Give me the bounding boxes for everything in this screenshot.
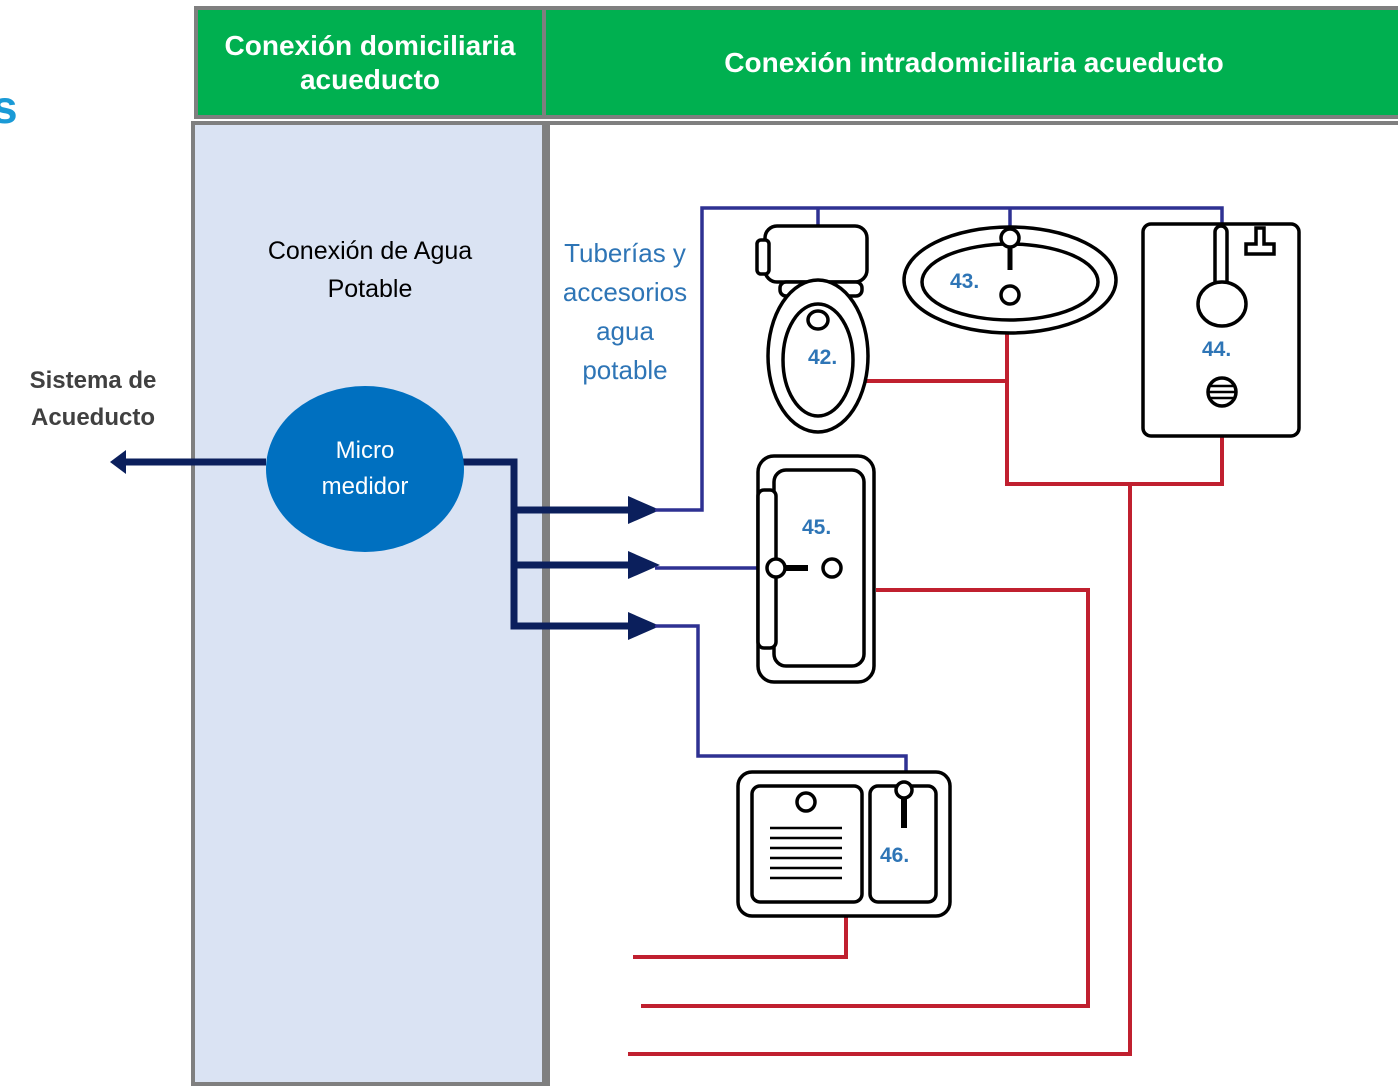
arrow-left-icon	[110, 450, 126, 474]
drain-lavatory-shower	[1005, 381, 1224, 486]
fixture-number-46: 46.	[880, 844, 909, 867]
fixture-number-45: 45.	[802, 516, 831, 539]
header-domiciliaria-text: Conexión domiciliaria acueducto	[224, 29, 516, 95]
partial-title-glyph: s	[0, 81, 18, 133]
supply-upper-loop	[655, 206, 1224, 512]
pipes-label: Tuberías y accesorios agua potable	[548, 234, 702, 390]
supply-main-pipes	[122, 458, 640, 630]
arrow-right-icon	[628, 496, 660, 524]
header-intradomiciliaria: Conexión intradomiciliaria acueducto	[546, 6, 1398, 119]
sink-icon	[736, 770, 952, 918]
pipes-label-line: agua	[596, 316, 654, 346]
shower-icon	[1141, 222, 1301, 438]
toilet-icon	[755, 224, 870, 434]
supply-sink-loop	[655, 624, 908, 782]
header-intradomiciliaria-text: Conexión intradomiciliaria acueducto	[724, 46, 1224, 78]
pipes-label-line: potable	[582, 355, 668, 385]
fixture-number-44: 44.	[1202, 338, 1231, 361]
drain-washbasin	[641, 588, 1090, 1008]
supply-from-meter	[452, 458, 640, 630]
header-domiciliaria: Conexión domiciliaria acueducto	[194, 6, 546, 119]
domiciliaria-panel	[191, 121, 546, 1086]
drain-toilet-lavatory	[862, 334, 1009, 383]
meter-label-line: medidor	[321, 473, 409, 500]
drain-main-1	[628, 484, 1132, 1056]
drain-sink	[633, 916, 848, 959]
supply-thin-pipes	[655, 206, 1224, 782]
arrow-right-icon	[628, 612, 660, 640]
pipes-label-line: Tuberías y	[564, 238, 686, 268]
arrow-right-icon	[628, 551, 660, 579]
arrowheads	[110, 450, 660, 640]
washbasin-icon	[756, 454, 876, 684]
meter-label-line: Micro	[335, 437, 395, 464]
drain-pipes	[628, 334, 1224, 1056]
lavatory-icon	[902, 225, 1118, 335]
connection-label: Conexión de Agua Potable	[267, 237, 473, 303]
pipes-label-line: accesorios	[562, 277, 688, 307]
fixture-number-43: 43.	[950, 270, 979, 293]
system-label: Sistema de Acueducto	[29, 367, 157, 431]
micro-meter: Micro medidor	[266, 386, 464, 552]
fixture-number-42: 42.	[808, 346, 837, 369]
